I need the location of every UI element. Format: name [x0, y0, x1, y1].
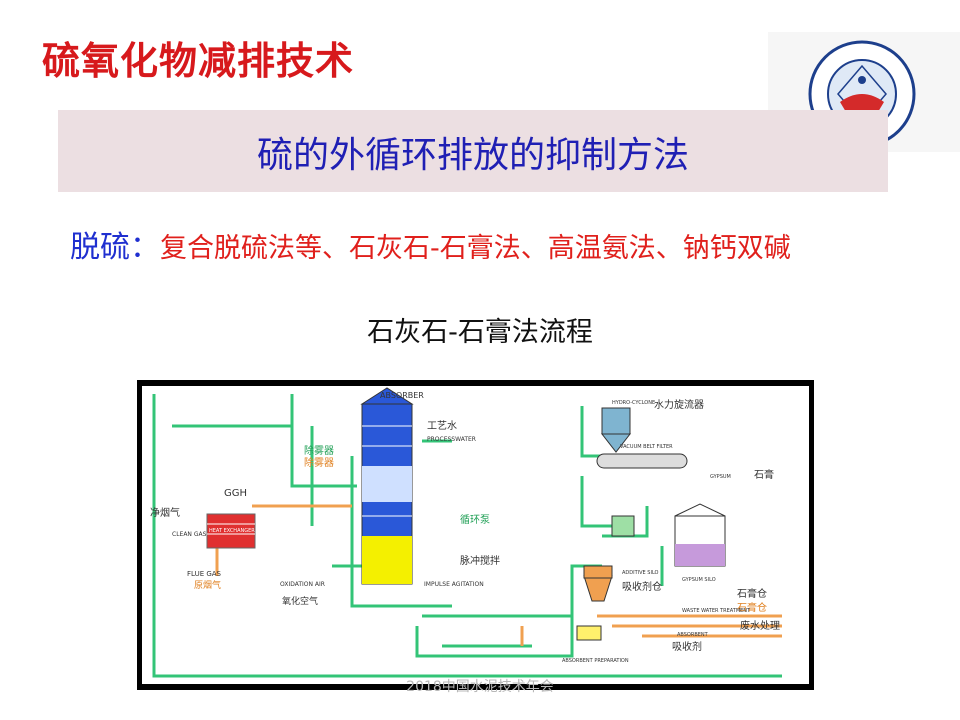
label-demister-2: 除雾器 [304, 456, 334, 469]
label-additive-silo: ADDITIVE SILO [622, 570, 659, 576]
label-absorbent-prep: ABSORBENT PREPARATION [562, 658, 629, 664]
additive-silo [583, 565, 613, 602]
heat-exchanger [206, 513, 256, 549]
label-process-water-cn: 工艺水 [427, 420, 457, 432]
label-pulse-agitation: 脉冲搅拌 [460, 554, 500, 567]
process-flow-diagram: ABSORBER 工艺水 PROCESSWATER 除雾器 除雾器 GGH 净烟… [150, 387, 782, 678]
label-gypsum-en: GYPSUM [710, 474, 731, 480]
label-gypsum-silo-cn1: 石膏仓 [737, 587, 767, 600]
hydrocyclone [600, 407, 632, 453]
label-process-water-en: PROCESSWATER [427, 436, 476, 443]
small-tank [576, 515, 635, 641]
label-ggh: GGH [224, 488, 247, 499]
label-waste-water-cn: 废水处理 [740, 619, 780, 632]
label-flue-gas-en: FLUE GAS [187, 570, 222, 578]
label-waste-water-en: WASTE WATER TREATMENT [682, 608, 751, 614]
label-recirc-pump: 循环泵 [460, 513, 490, 526]
absorber-tower [360, 387, 414, 585]
label-hydrocyclone-cn: 水力旋流器 [654, 398, 704, 411]
label-heat-exchanger: HEAT EXCHANGER [209, 528, 255, 534]
label-flue-gas-cn: 原烟气 [194, 579, 221, 591]
label-clean-gas-cn: 净烟气 [150, 506, 180, 519]
footer: 2018中国水泥技术年会 [406, 679, 554, 695]
label-absorber: ABSORBER [380, 391, 424, 400]
subtitle-band [58, 110, 888, 192]
label-oxidation-air-en: OXIDATION AIR [280, 581, 325, 588]
label-vacuum-belt-filter: VACUUM BELT FILTER [620, 444, 673, 450]
label-clean-gas-en: CLEAN GAS [172, 531, 207, 538]
method-head: 脱硫： [70, 230, 160, 265]
label-impulse-agitation: IMPULSE AGITATION [424, 581, 484, 588]
label-hydrocyclone-en: HYDRO-CYCLONE [612, 400, 655, 406]
label-absorbent-cn: 吸收剂 [672, 640, 702, 653]
gypsum-silo [674, 503, 726, 567]
slide-title: 硫氧化物减排技术 [42, 39, 355, 83]
label-absorbent-en: ABSORBENT [677, 632, 709, 638]
label-oxidation-air-cn: 氧化空气 [282, 595, 318, 607]
vacuum-belt-filter [596, 453, 688, 469]
label-gypsum-silo-en: GYPSUM SILO [682, 577, 716, 583]
method-text: 脱硫：复合脱硫法等、石灰石-石膏法、高温氨法、钠钙双碱 [70, 228, 860, 269]
label-gypsum-silo-cn2: 石膏仓 [737, 601, 767, 614]
label-demister-1: 除雾器 [304, 444, 334, 457]
subtitle: 硫的外循环排放的抑制方法 [256, 135, 689, 176]
flow-caption: 石灰石-石膏法流程 [367, 317, 593, 348]
label-absorbent-silo: 吸收剂仓 [622, 580, 662, 593]
method-body: 复合脱硫法等、石灰石-石膏法、高温氨法、钠钙双碱 [160, 233, 791, 264]
label-gypsum-cn: 石膏 [754, 468, 774, 481]
orange-pipes [215, 504, 782, 646]
